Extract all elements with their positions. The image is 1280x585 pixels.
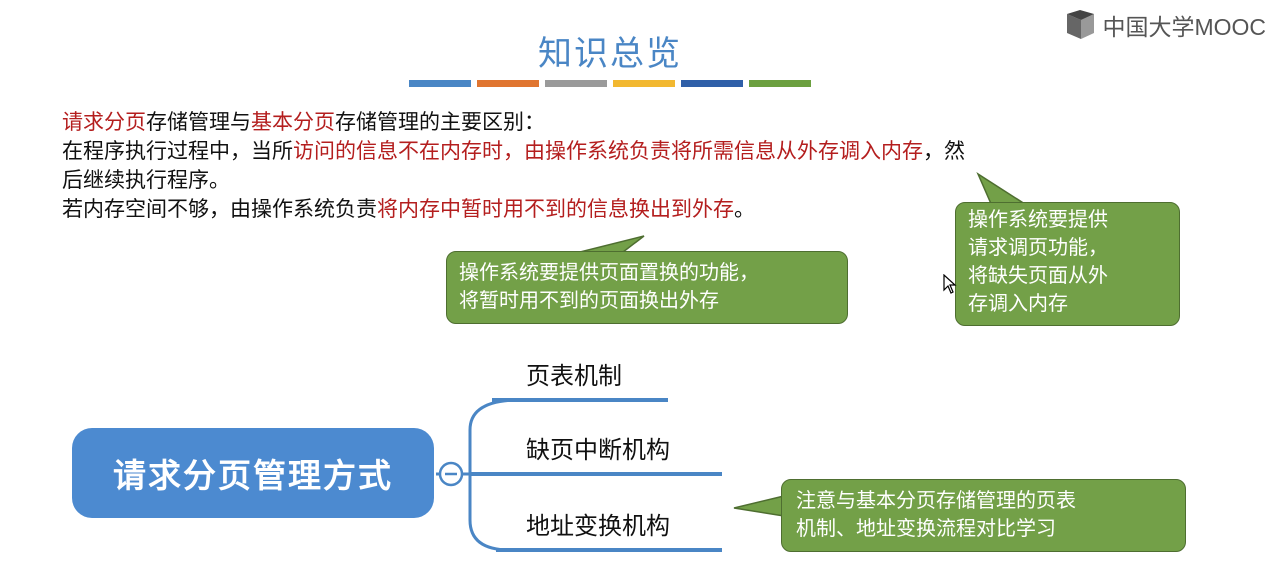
intro-line-4: 若内存空间不够，由操作系统负责将内存中暂时用不到的信息换出到外存。 [62,195,1172,224]
mindmap-branch-page-table[interactable]: 页表机制 [526,362,622,390]
highlight-segment: 将内存中暂时用不到的信息换出到外存 [377,197,734,221]
color-bar [545,80,607,87]
callout-line: 机制、地址变换流程对比学习 [796,516,1056,540]
callout-line: 操作系统要提供页面置换的功能， [459,260,759,284]
intro-line-3: 后继续执行程序。 [62,168,230,192]
text-segment: 。 [734,197,755,221]
intro-line-2: 在程序执行过程中，当所访问的信息不在内存时，由操作系统负责将所需信息从外存调入内… [62,137,1172,166]
mindmap-branch-address-translation[interactable]: 地址变换机构 [526,512,670,540]
page-title: 知识总览 [538,34,682,74]
callout-tail-compare [733,495,785,517]
callout-line: 存调入内存 [968,291,1068,315]
mooc-logo: 中国大学MOOC [1064,8,1266,42]
title-color-bars [409,80,811,87]
mindmap-connectors [436,398,722,552]
text-segment: 存储管理的主要区别： [335,110,545,134]
mooc-logo-icon [1067,10,1095,39]
mindmap-root-node[interactable]: 请求分页管理方式 [72,428,434,518]
intro-text: 请求分页存储管理与基本分页存储管理的主要区别： 在程序执行过程中，当所访问的信息… [62,108,1172,224]
text-segment: 存储管理与 [146,110,251,134]
color-bar [681,80,743,87]
callout-page-fetch: 操作系统要提供 请求调页功能， 将缺失页面从外 存调入内存 [955,202,1180,326]
highlight-segment: 访问的信息不在内存时，由操作系统负责将所需信息从外存调入内存 [293,139,923,163]
mindmap-collapse-icon[interactable] [438,461,464,487]
term-basic-paging: 基本分页 [251,110,335,134]
callout-line: 将暂时用不到的页面换出外存 [459,288,719,312]
mouse-cursor-icon [943,274,957,294]
term-demand-paging: 请求分页 [62,110,146,134]
callout-line: 注意与基本分页存储管理的页表 [796,488,1076,512]
color-bar [613,80,675,87]
mooc-logo-text: 中国大学MOOC [1102,14,1266,40]
text-segment: 若内存空间不够，由操作系统负责 [62,197,377,221]
text-segment: 在程序执行过程中，当所 [62,139,293,163]
intro-line-1: 请求分页存储管理与基本分页存储管理的主要区别： [62,108,1172,137]
callout-line: 将缺失页面从外 [968,263,1108,287]
mindmap-branch-page-fault[interactable]: 缺页中断机构 [526,436,670,464]
callout-line: 操作系统要提供 [968,207,1108,231]
color-bar [477,80,539,87]
callout-page-replacement: 操作系统要提供页面置换的功能， 将暂时用不到的页面换出外存 [446,251,848,324]
color-bar [409,80,471,87]
callout-line: 请求调页功能， [968,235,1108,259]
color-bar [749,80,811,87]
callout-compare-note: 注意与基本分页存储管理的页表 机制、地址变换流程对比学习 [781,479,1186,552]
text-segment: ，然 [923,139,965,163]
